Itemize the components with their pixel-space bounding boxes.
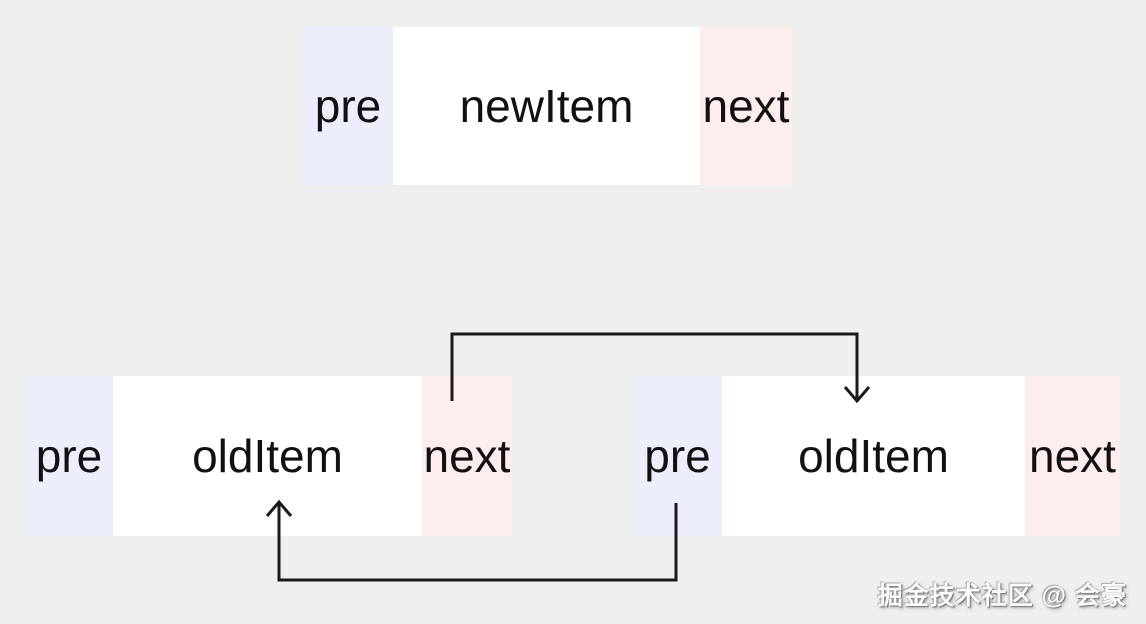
watermark: 掘金技术社区 @ 会豪 [877, 582, 1127, 610]
node-newitem-value-cell: newItem [393, 27, 700, 185]
node-olditem-right-pre-cell: pre [633, 376, 722, 536]
node-newitem-pre-cell: pre [303, 27, 393, 185]
node-olditem-left-next-cell: next [422, 376, 512, 536]
node-olditem-left-value-cell: oldItem [113, 376, 422, 536]
node-olditem-left-pre-cell: pre [25, 376, 113, 536]
node-newitem: pre newItem next [303, 27, 792, 185]
node-olditem-right: pre oldItem next [633, 376, 1120, 536]
node-olditem-right-value-cell: oldItem [722, 376, 1025, 536]
node-olditem-right-next-cell: next [1025, 376, 1120, 536]
node-newitem-next-cell: next [700, 27, 792, 185]
node-olditem-left: pre oldItem next [25, 376, 512, 536]
